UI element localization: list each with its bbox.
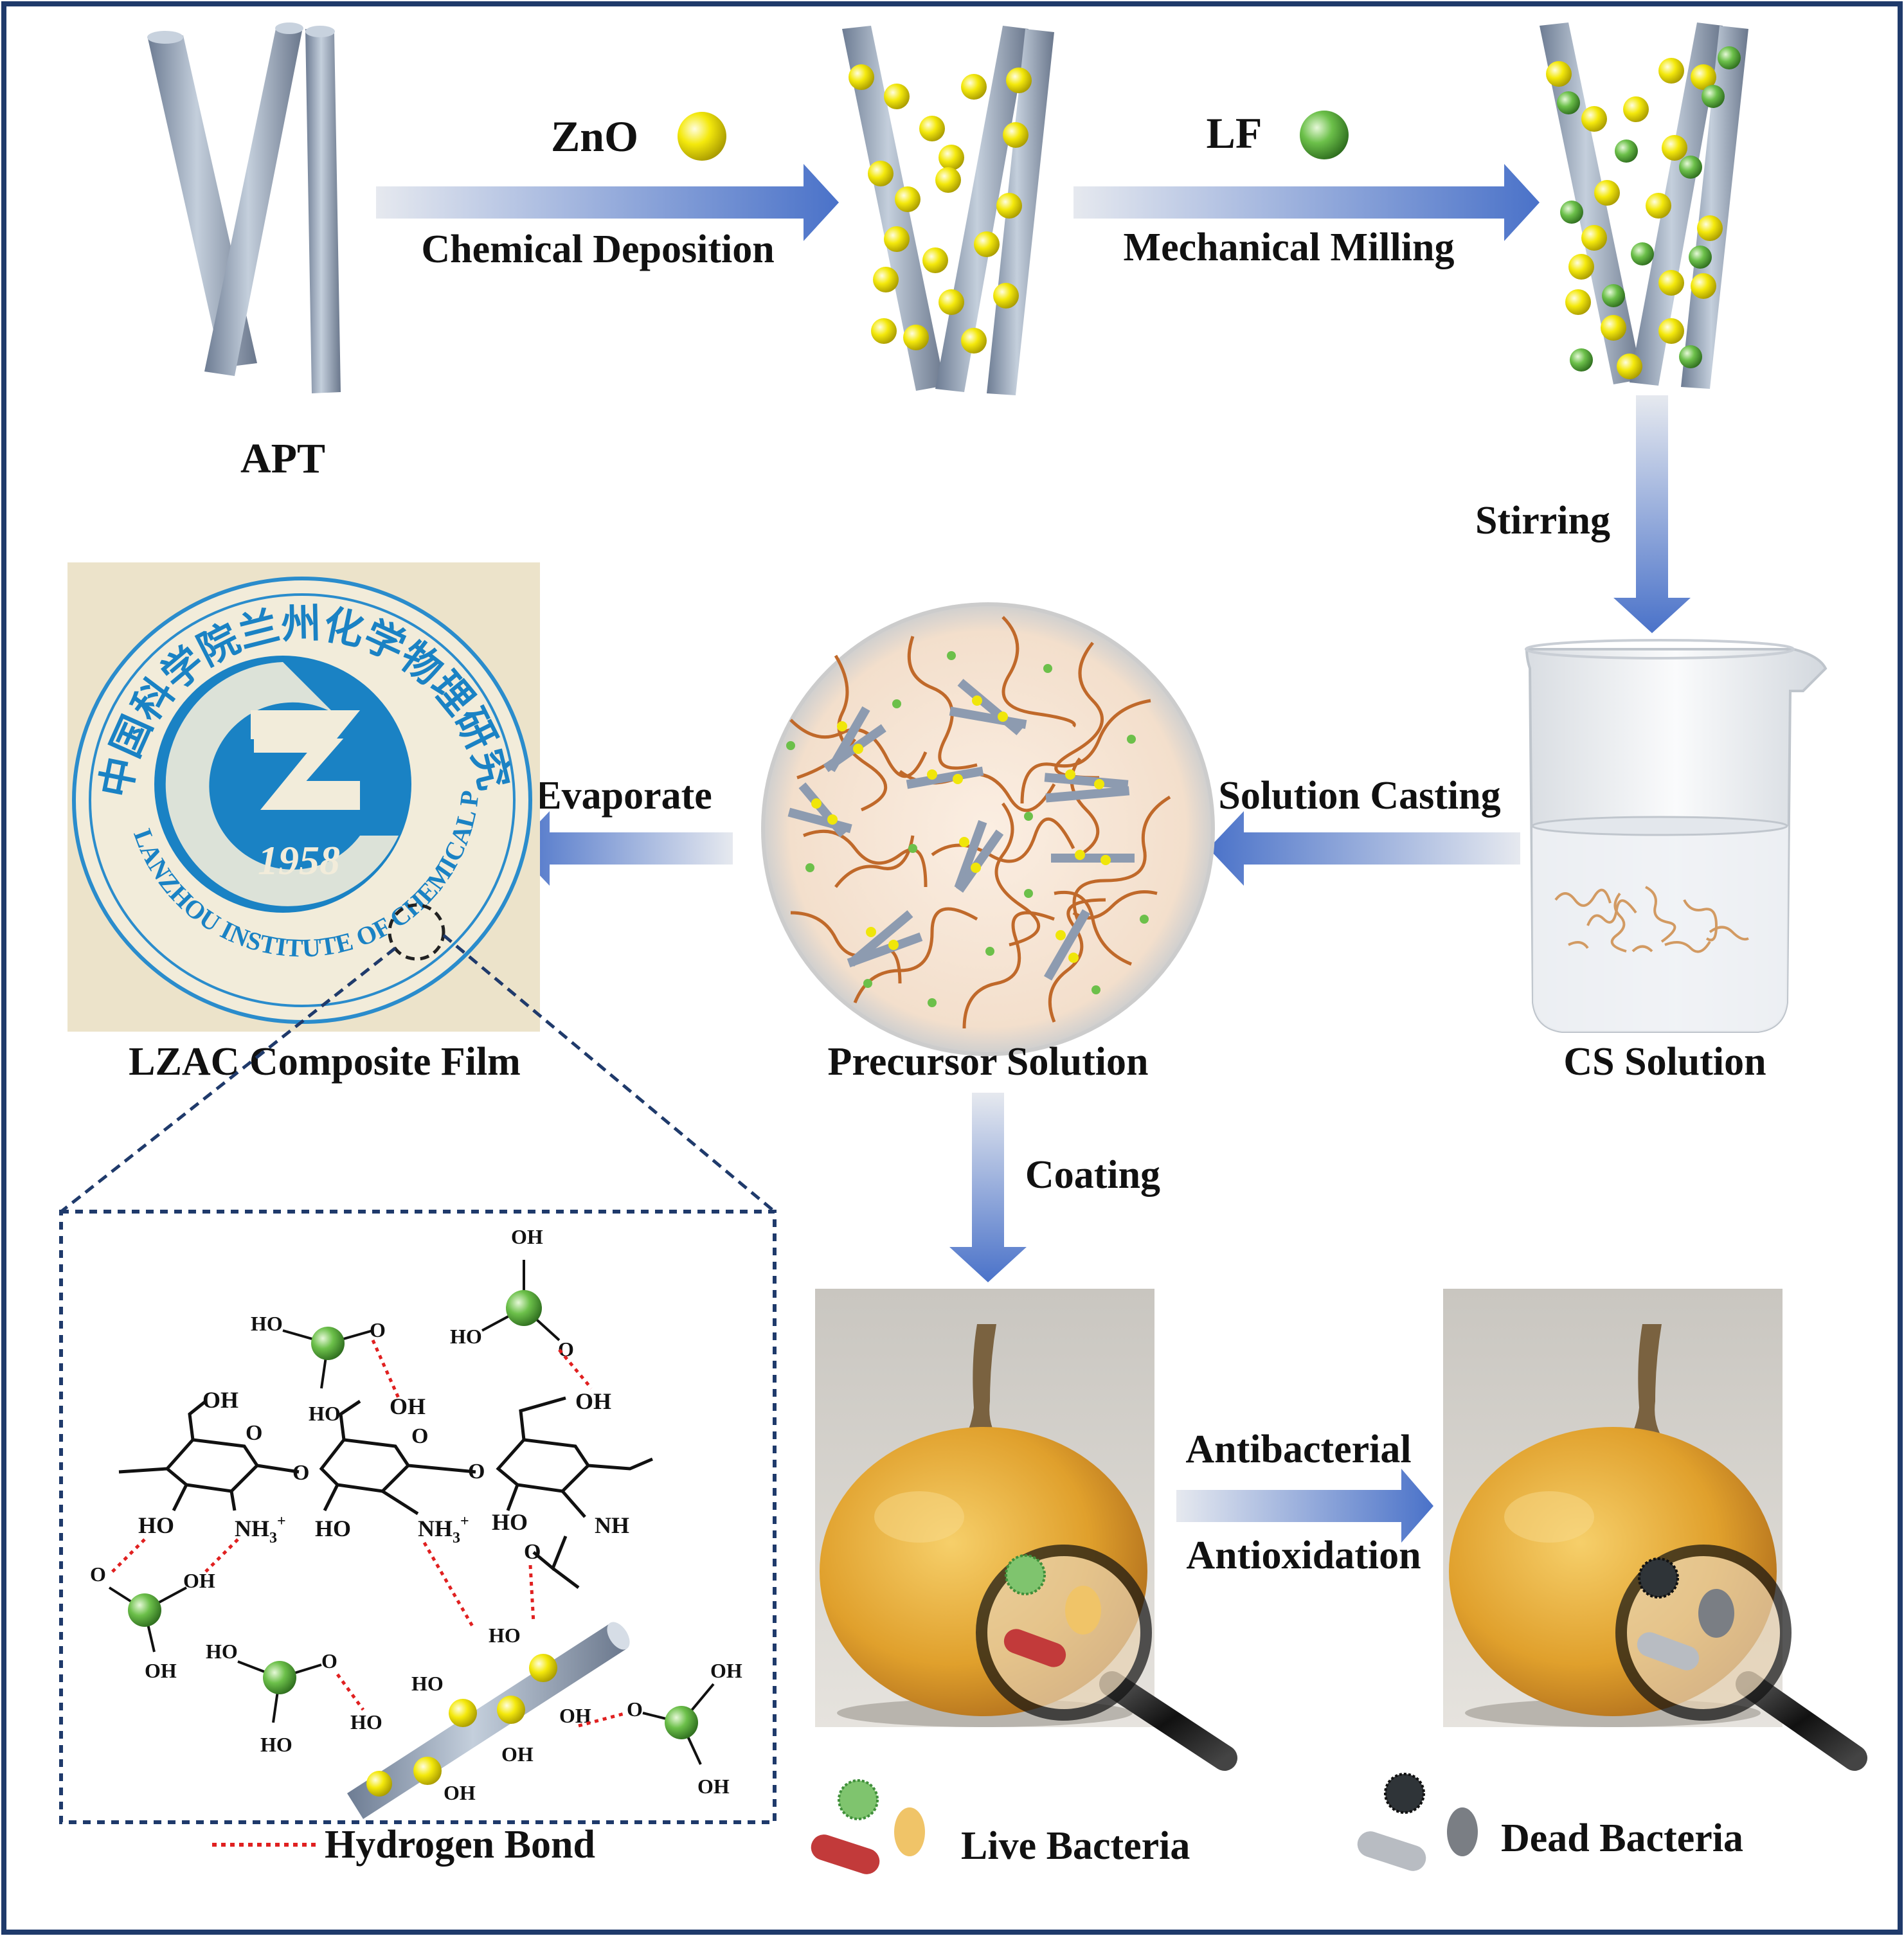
evaporate-arrow xyxy=(514,811,733,886)
apt-ho-1: HO xyxy=(411,1672,444,1695)
lf2-oh: OH xyxy=(511,1225,543,1248)
chem-nh3-1: NH3+ xyxy=(235,1513,286,1546)
chem-oh-2: OH xyxy=(390,1394,426,1419)
lf5-oh: OH xyxy=(710,1659,742,1682)
chem-oh-1: OH xyxy=(202,1387,238,1413)
seal-year: 1958 xyxy=(258,838,340,883)
zno-label: ZnO xyxy=(551,112,638,161)
coated-fruit-live-photo xyxy=(815,1289,1237,1771)
apt-oh-3: OH xyxy=(444,1781,476,1804)
zno-apt-rods-graphic xyxy=(842,26,1054,395)
stirring-arrow xyxy=(1613,395,1691,633)
lf5-o: O xyxy=(627,1698,643,1721)
lf1-o: O xyxy=(370,1318,386,1341)
chem-o-ring-2: O xyxy=(411,1424,428,1448)
lzac-film-label: LZAC Composite Film xyxy=(129,1040,521,1084)
lf-label: LF xyxy=(1207,109,1262,157)
lf-molecules: HO O HO OH HO O O OH OH HO xyxy=(90,1225,742,1798)
cs-solution-label: CS Solution xyxy=(1563,1040,1766,1084)
chemical-deposition-label: Chemical Deposition xyxy=(421,228,774,271)
stirring-label: Stirring xyxy=(1475,499,1610,542)
solution-casting-arrow xyxy=(1208,811,1520,886)
apt-oh-2: OH xyxy=(501,1743,534,1766)
lf4-o: O xyxy=(321,1649,337,1672)
coating-arrow xyxy=(949,1093,1027,1282)
chem-nh3-2: NH3+ xyxy=(418,1513,469,1546)
coating-label: Coating xyxy=(1025,1153,1160,1197)
lf3-oh: OH xyxy=(183,1569,215,1592)
zoom-line-left xyxy=(60,947,397,1213)
apt-oh-1: OH xyxy=(559,1704,591,1727)
lf3-o: O xyxy=(90,1563,106,1586)
dead-bacteria-icons xyxy=(1357,1773,1478,1871)
zoom-circle xyxy=(388,903,445,961)
live-bacteria-icons xyxy=(811,1779,925,1874)
chem-labels: OH OH OH O O O O HO NH3+ HO NH3+ HO NH O xyxy=(138,1387,629,1564)
lf4-ho-2: HO xyxy=(260,1733,292,1756)
lf2-ho: HO xyxy=(450,1325,482,1348)
molecular-inset xyxy=(59,1210,777,1824)
antibacterial-arrow xyxy=(1176,1469,1433,1543)
live-bacteria-label: Live Bacteria xyxy=(961,1824,1190,1868)
inset-apt-rod xyxy=(347,1622,630,1819)
precursor-solution-graphic xyxy=(761,602,1215,1056)
zoom-line-right xyxy=(442,934,776,1213)
chem-o-acetyl: O xyxy=(524,1540,541,1564)
evaporate-label: Evaporate xyxy=(535,774,712,818)
lf4-ho: HO xyxy=(206,1640,238,1663)
beaker-cs-solution xyxy=(1525,639,1828,1033)
chem-o-ring-1: O xyxy=(246,1421,262,1445)
antioxidation-label: Antioxidation xyxy=(1186,1534,1421,1577)
chem-o-link-1: O xyxy=(292,1461,309,1485)
solution-casting-label: Solution Casting xyxy=(1218,774,1500,818)
lf1-ho-2: HO xyxy=(309,1402,341,1425)
dead-bacteria-label: Dead Bacteria xyxy=(1501,1816,1743,1860)
mechanical-milling-arrow xyxy=(1073,164,1540,241)
chem-nh: NH xyxy=(595,1512,629,1538)
lf-zno-apt-rods-graphic xyxy=(1540,22,1748,389)
chem-ho-2: HO xyxy=(315,1516,351,1541)
hydrogen-bond-label: Hydrogen Bond xyxy=(325,1823,595,1867)
antibacterial-label: Antibacterial xyxy=(1185,1428,1411,1471)
chem-ho-3: HO xyxy=(492,1509,528,1535)
coated-fruit-dead-photo xyxy=(1443,1289,1867,1771)
chem-o-link-2: O xyxy=(468,1460,485,1483)
apt-rods-graphic xyxy=(147,22,341,393)
apt-ho-2: HO xyxy=(489,1624,521,1647)
lf3-oh-2: OH xyxy=(145,1659,177,1682)
chitosan-structure xyxy=(118,1396,653,1589)
chem-ho-1: HO xyxy=(138,1512,174,1538)
chemical-deposition-arrow xyxy=(376,164,839,241)
lf1-ho: HO xyxy=(251,1312,283,1335)
mechanical-milling-label: Mechanical Milling xyxy=(1124,226,1455,269)
lf5-oh-2: OH xyxy=(697,1775,730,1798)
zno-particle-legend xyxy=(678,112,726,161)
hydrogen-bonds xyxy=(108,1339,627,1728)
inset-apt-oh-labels: HO HO HO OH OH OH xyxy=(350,1624,591,1804)
lf-particle-legend xyxy=(1300,111,1349,159)
chem-oh-3: OH xyxy=(575,1388,611,1414)
apt-label: APT xyxy=(240,435,325,482)
precursor-solution-label: Precursor Solution xyxy=(828,1040,1149,1084)
apt-ho-3: HO xyxy=(350,1710,382,1734)
